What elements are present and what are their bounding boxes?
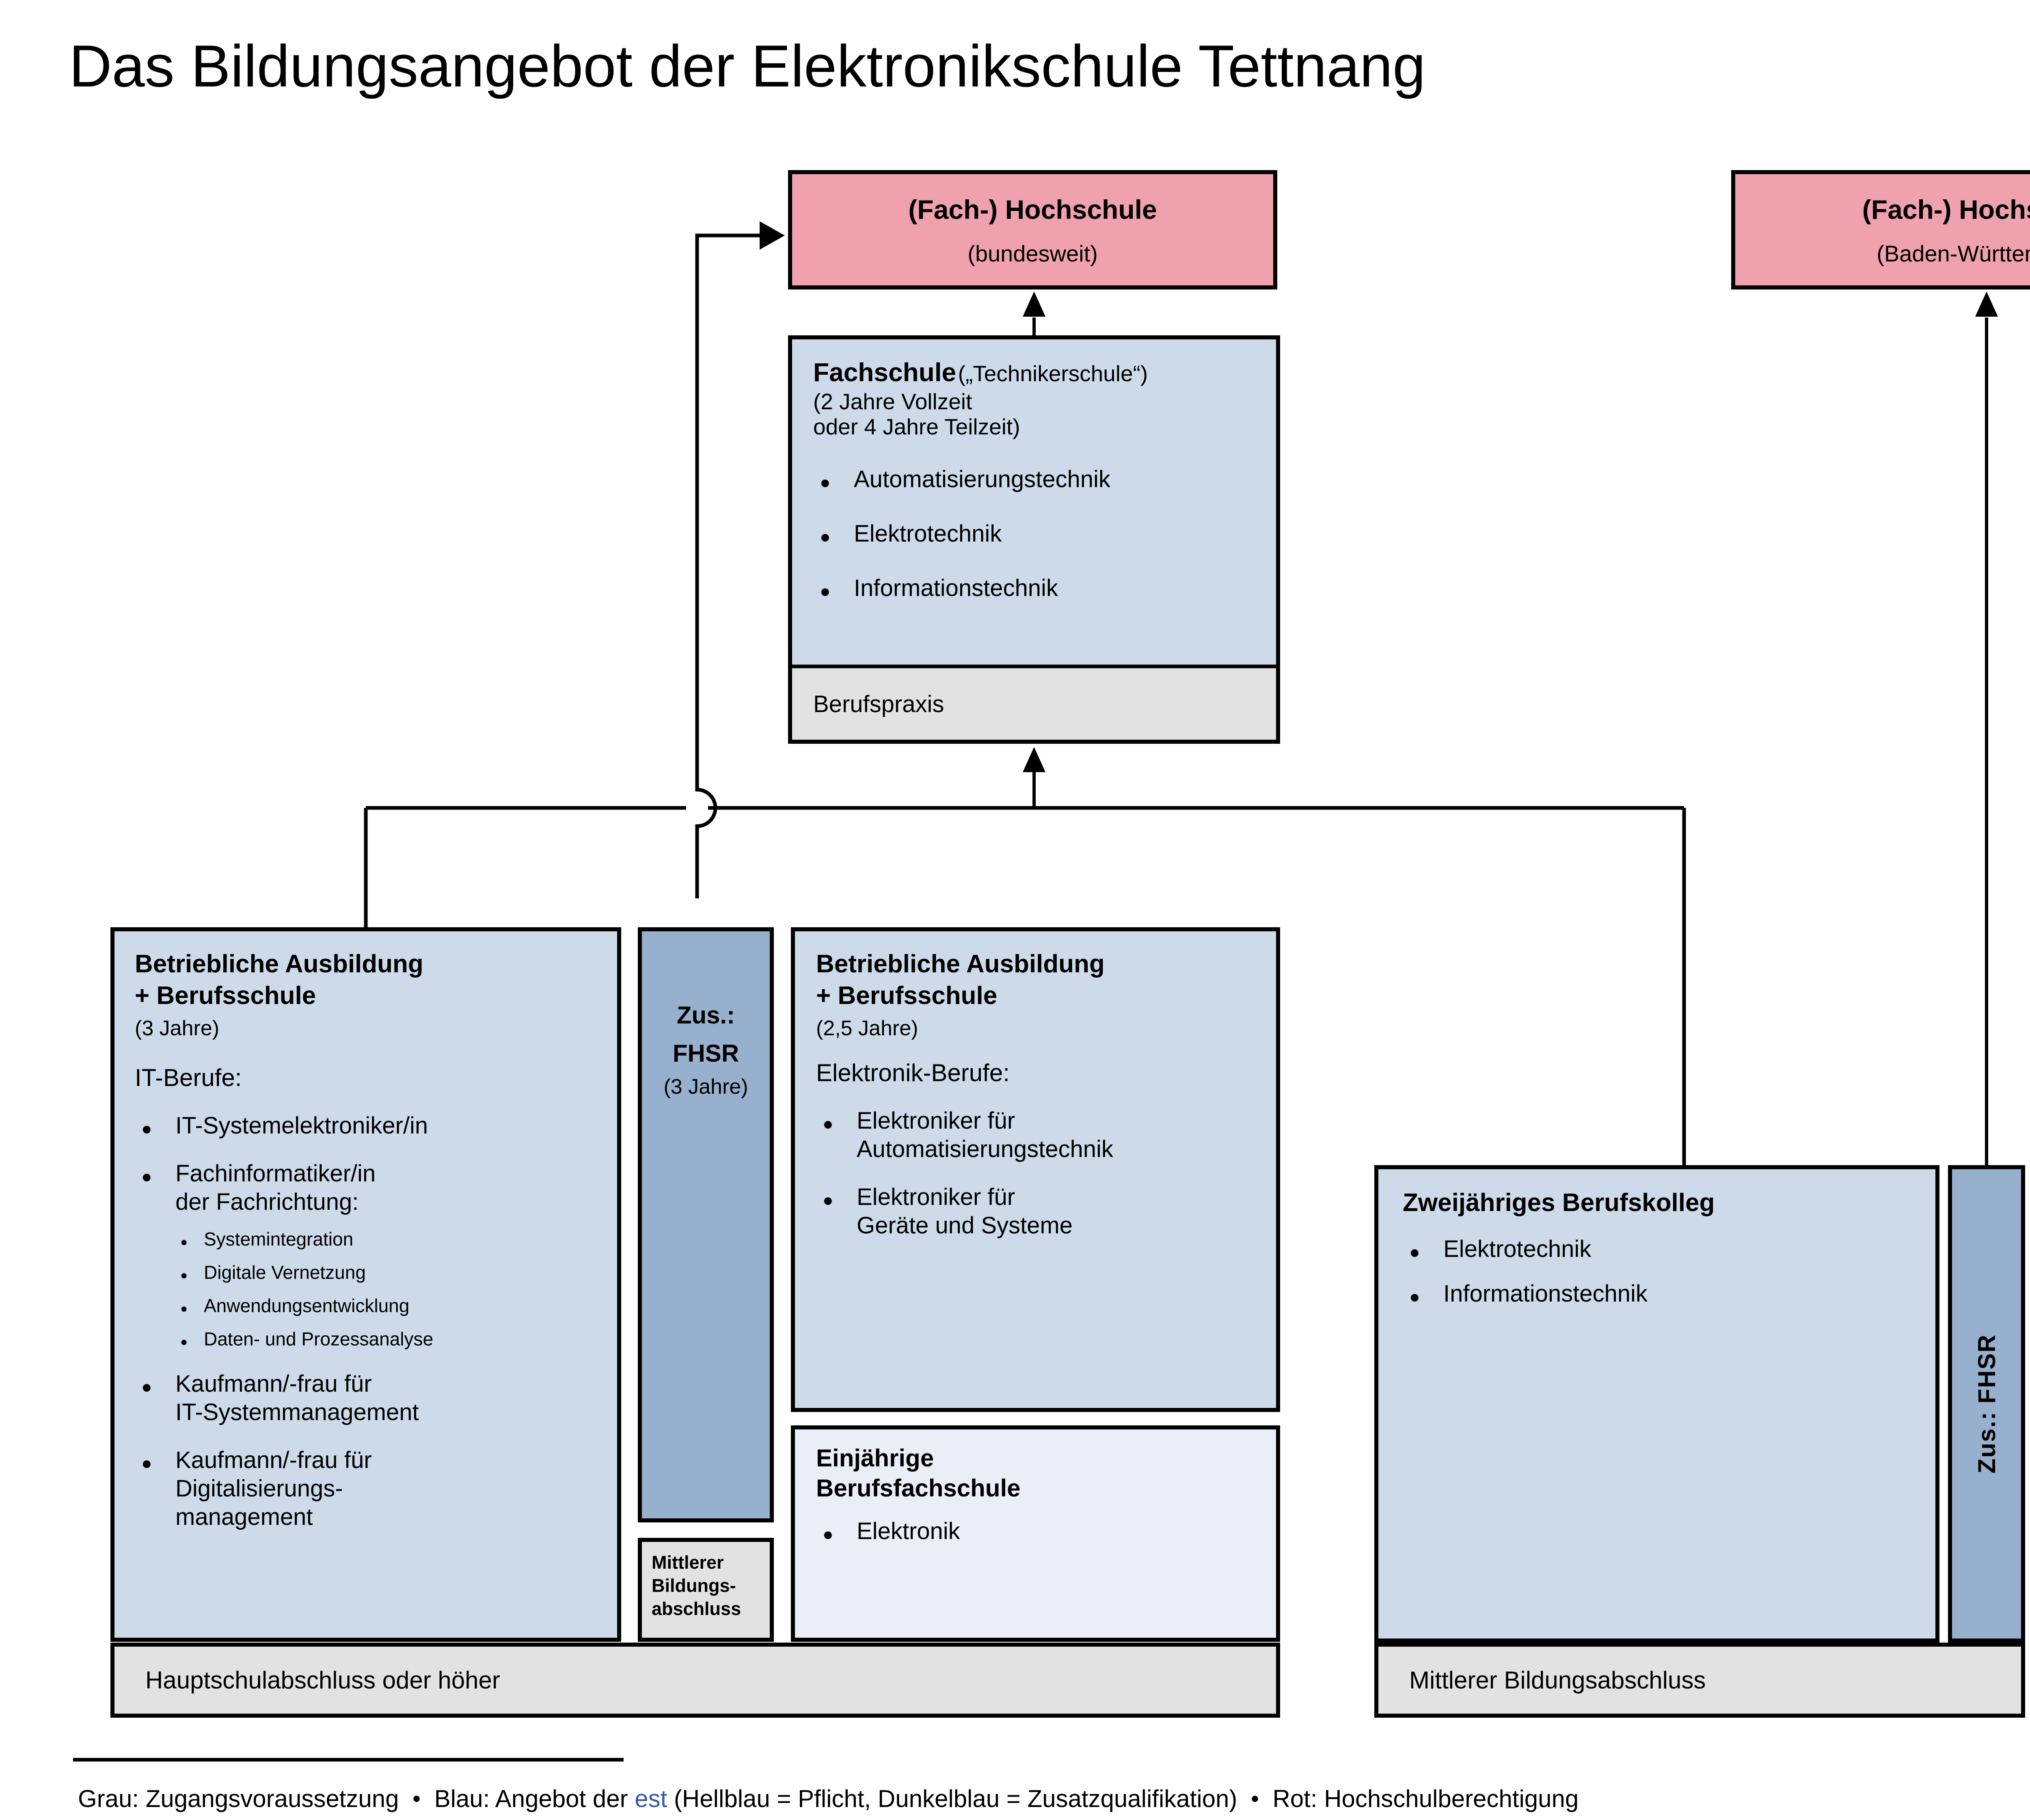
- box-mittlerer-bildungsabschluss-klein: Mittlerer Bildungs- abschluss: [638, 1538, 774, 1642]
- legend-blau: Blau: Angebot der: [434, 1785, 628, 1812]
- legend-rot: Rot: Hochschulberechtigung: [1272, 1785, 1579, 1812]
- zusatz-fhsr-line1: Zus.:: [676, 1002, 735, 1029]
- zusatz-fhsr-vertikal-label: Zus.: FHSR: [1973, 1334, 2000, 1474]
- page-title: Das Bildungsangebot der Elektronikschule…: [69, 33, 1426, 99]
- box-hochschule-bundesweit: (Fach-) Hochschule (bundesweit): [788, 170, 1277, 289]
- ausbildung-it-bullet: IT-Systemelektroniker/in: [135, 1112, 597, 1143]
- box-berufsfachschule: Einjährige Berufsfachschule Elektronik: [791, 1425, 1280, 1642]
- ausbildung-it-subbullet: Digitale Vernetzung: [177, 1261, 597, 1287]
- ausbildung-elektronik-title: Betriebliche Ausbildung + Berufsschule: [816, 950, 1105, 1010]
- ausbildung-elektronik-duration: (2,5 Jahre): [816, 1017, 918, 1040]
- ausbildung-it-bullets-bottom: Kaufmann/-frau für IT-Systemmanagement K…: [135, 1370, 597, 1531]
- mittlerer-bildungsabschluss-label: Mittlerer Bildungsabschluss: [1409, 1667, 1706, 1694]
- hochschule-bundesweit-title: (Fach-) Hochschule: [908, 194, 1157, 225]
- ausbildung-elektronik-bullet: Elektroniker für Geräte und Systeme: [816, 1183, 1255, 1240]
- ausbildung-it-subbullet-list: SystemintegrationDigitale VernetzungAnwe…: [177, 1228, 597, 1354]
- legend-est: est: [635, 1785, 667, 1812]
- berufsfachschule-bullet: Elektronik: [816, 1517, 1255, 1549]
- box-hochschule-bw: (Fach-) Hochschule (Baden-Württemberg): [1731, 170, 2030, 289]
- box-ausbildung-it: Betriebliche Ausbildung + Berufsschule (…: [110, 927, 621, 1642]
- footnote-separator: [73, 1758, 624, 1762]
- ausbildung-it-bullet: Kaufmann/-frau für IT-Systemmanagement: [135, 1370, 597, 1427]
- fachschule-bullet: Elektrotechnik: [813, 520, 1255, 551]
- bar-mittlerer-bildungsabschluss: Mittlerer Bildungsabschluss: [1374, 1643, 2025, 1718]
- box-berufskolleg: Zweijähriges Berufskolleg Elektrotechnik…: [1374, 1165, 1939, 1643]
- berufsfachschule-title: Einjährige Berufsfachschule: [816, 1444, 1021, 1502]
- zusatz-fhsr-line2: FHSR: [672, 1040, 739, 1067]
- bar-hauptschulabschluss: Hauptschulabschluss oder höher: [110, 1643, 1280, 1718]
- ausbildung-elektronik-subheading: Elektronik-Berufe:: [816, 1059, 1010, 1086]
- color-legend: Grau: Zugangsvoraussetzung ● Blau: Angeb…: [78, 1783, 1579, 1814]
- berufskolleg-title: Zweijähriges Berufskolleg: [1403, 1189, 1715, 1217]
- ausbildung-it-subbullet: Daten- und Prozessanalyse: [177, 1328, 597, 1354]
- ausbildung-it-bullets-top: IT-Systemelektroniker/in Fachinformatike…: [135, 1112, 597, 1216]
- fachschule-bullet: Informationstechnik: [813, 574, 1255, 606]
- ausbildung-it-subbullet: Anwendungsentwicklung: [177, 1294, 597, 1320]
- ausbildung-it-subbullet: Systemintegration: [177, 1228, 597, 1254]
- hochschule-bundesweit-subtitle: (bundesweit): [967, 241, 1098, 266]
- fachschule-title-suffix: („Technikerschule“): [958, 361, 1148, 386]
- berufsfachschule-bullet-list: Elektronik: [816, 1517, 1255, 1549]
- berufspraxis-strip: Berufspraxis: [792, 665, 1276, 740]
- box-fachschule: Fachschule („Technikerschule“) (2 Jahre …: [788, 335, 1280, 744]
- legend-blau-detail: (Hellblau = Pflicht, Dunkelblau = Zusatz…: [674, 1785, 1237, 1812]
- zusatz-fhsr-duration: (3 Jahre): [663, 1075, 748, 1099]
- box-zusatz-fhsr: Zus.: FHSR (3 Jahre): [638, 927, 774, 1522]
- ausbildung-it-bullet: Fachinformatiker/in der Fachrichtung:: [135, 1159, 597, 1216]
- legend-bullet-icon: ●: [412, 1790, 421, 1806]
- berufskolleg-bullet-list: ElektrotechnikInformationstechnik: [1403, 1235, 1911, 1311]
- ausbildung-elektronik-bullet-list: Elektroniker für Automatisierungstechnik…: [816, 1107, 1255, 1240]
- fachschule-title: Fachschule: [813, 358, 957, 387]
- fachschule-title-line: Fachschule („Technikerschule“): [813, 357, 1255, 387]
- ausbildung-it-duration: (3 Jahre): [135, 1017, 220, 1040]
- ausbildung-it-subheading: IT-Berufe:: [135, 1064, 242, 1091]
- box-ausbildung-elektronik: Betriebliche Ausbildung + Berufsschule (…: [791, 927, 1280, 1412]
- ausbildung-it-title: Betriebliche Ausbildung + Berufsschule: [135, 950, 423, 1010]
- ausbildung-elektronik-bullet: Elektroniker für Automatisierungstechnik: [816, 1107, 1255, 1164]
- hauptschulabschluss-label: Hauptschulabschluss oder höher: [145, 1667, 500, 1694]
- ausbildung-it-bullet: Kaufmann/-frau für Digitalisierungs- man…: [135, 1446, 597, 1531]
- berufskolleg-bullet: Informationstechnik: [1403, 1280, 1911, 1311]
- legend-bullet-icon: ●: [1250, 1790, 1259, 1806]
- legend-grau: Grau: Zugangsvoraussetzung: [78, 1785, 399, 1812]
- berufskolleg-bullet: Elektrotechnik: [1403, 1235, 1911, 1267]
- hochschule-bw-title: (Fach-) Hochschule: [1862, 194, 2030, 225]
- box-zusatz-fhsr-vertikal: Zus.: FHSR: [1948, 1165, 2025, 1643]
- fachschule-duration: (2 Jahre Vollzeit oder 4 Jahre Teilzeit): [813, 389, 1020, 439]
- fachschule-bullet: Automatisierungstechnik: [813, 465, 1255, 497]
- fachschule-bullet-list: AutomatisierungstechnikElektrotechnikInf…: [813, 465, 1255, 606]
- hochschule-bw-subtitle: (Baden-Württemberg): [1877, 241, 2030, 266]
